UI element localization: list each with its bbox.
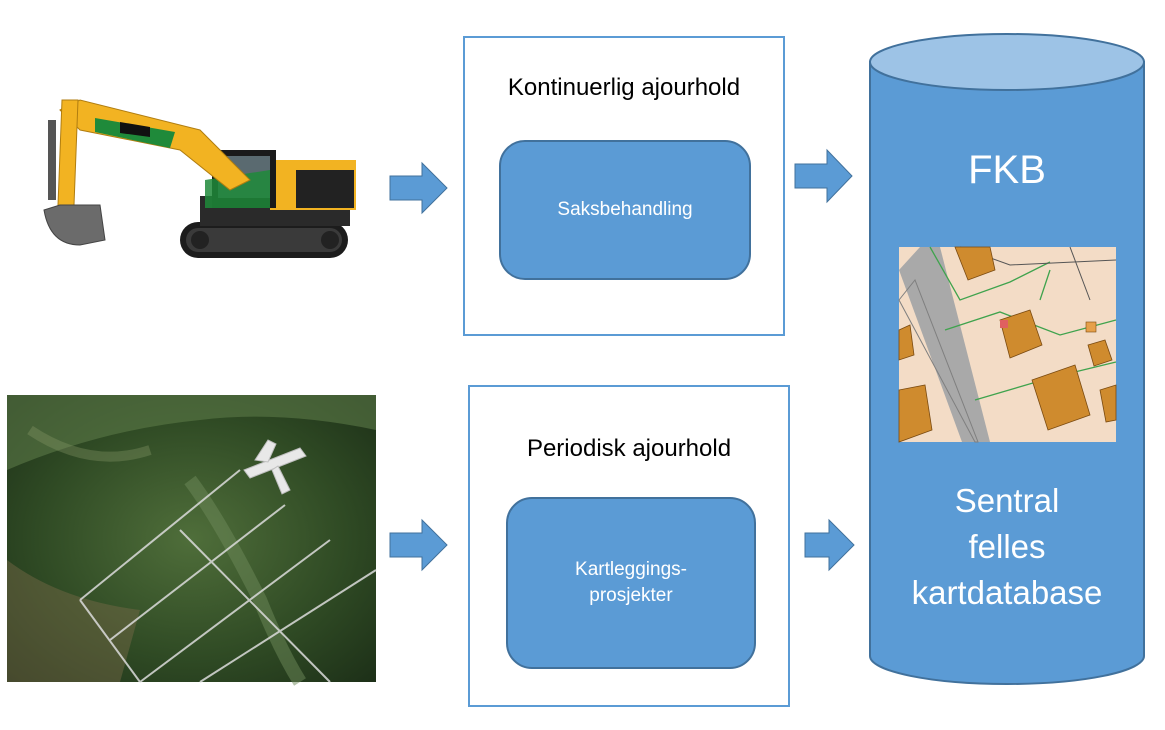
map-image: [898, 246, 1117, 443]
arrow-aerial-to-bottom: [389, 518, 448, 572]
arrow-bottom-to-db: [804, 518, 855, 572]
continuous-update-title: Kontinuerlig ajourhold: [507, 74, 741, 101]
aerial-image: [7, 395, 377, 686]
case-processing-label: Saksbehandling: [557, 199, 693, 221]
database-acronym: FKB: [968, 148, 1046, 192]
database-label-line1: Sentral: [954, 482, 1060, 519]
case-processing-box: Saksbehandling: [499, 140, 751, 280]
mapping-projects-label-line2: prosjekter: [589, 585, 673, 606]
periodic-update-panel: Periodisk ajourhold Kartleggings- prosje…: [468, 385, 790, 707]
mapping-projects-box: Kartleggings- prosjekter: [506, 497, 756, 669]
arrows: [389, 148, 855, 572]
continuous-update-panel: Kontinuerlig ajourhold Saksbehandling: [463, 36, 785, 336]
excavator-image: [43, 99, 356, 258]
mapping-projects-label-line1: Kartleggings-: [575, 559, 687, 581]
database-label-line3: kartdatabase: [911, 574, 1103, 611]
arrow-top-to-db: [794, 148, 853, 204]
periodic-update-title: Periodisk ajourhold: [526, 435, 732, 462]
database-label-line2: felles: [968, 528, 1046, 565]
database-label: Sentral felles kartdatabase: [870, 478, 1144, 616]
arrow-excavator-to-top: [389, 161, 448, 215]
